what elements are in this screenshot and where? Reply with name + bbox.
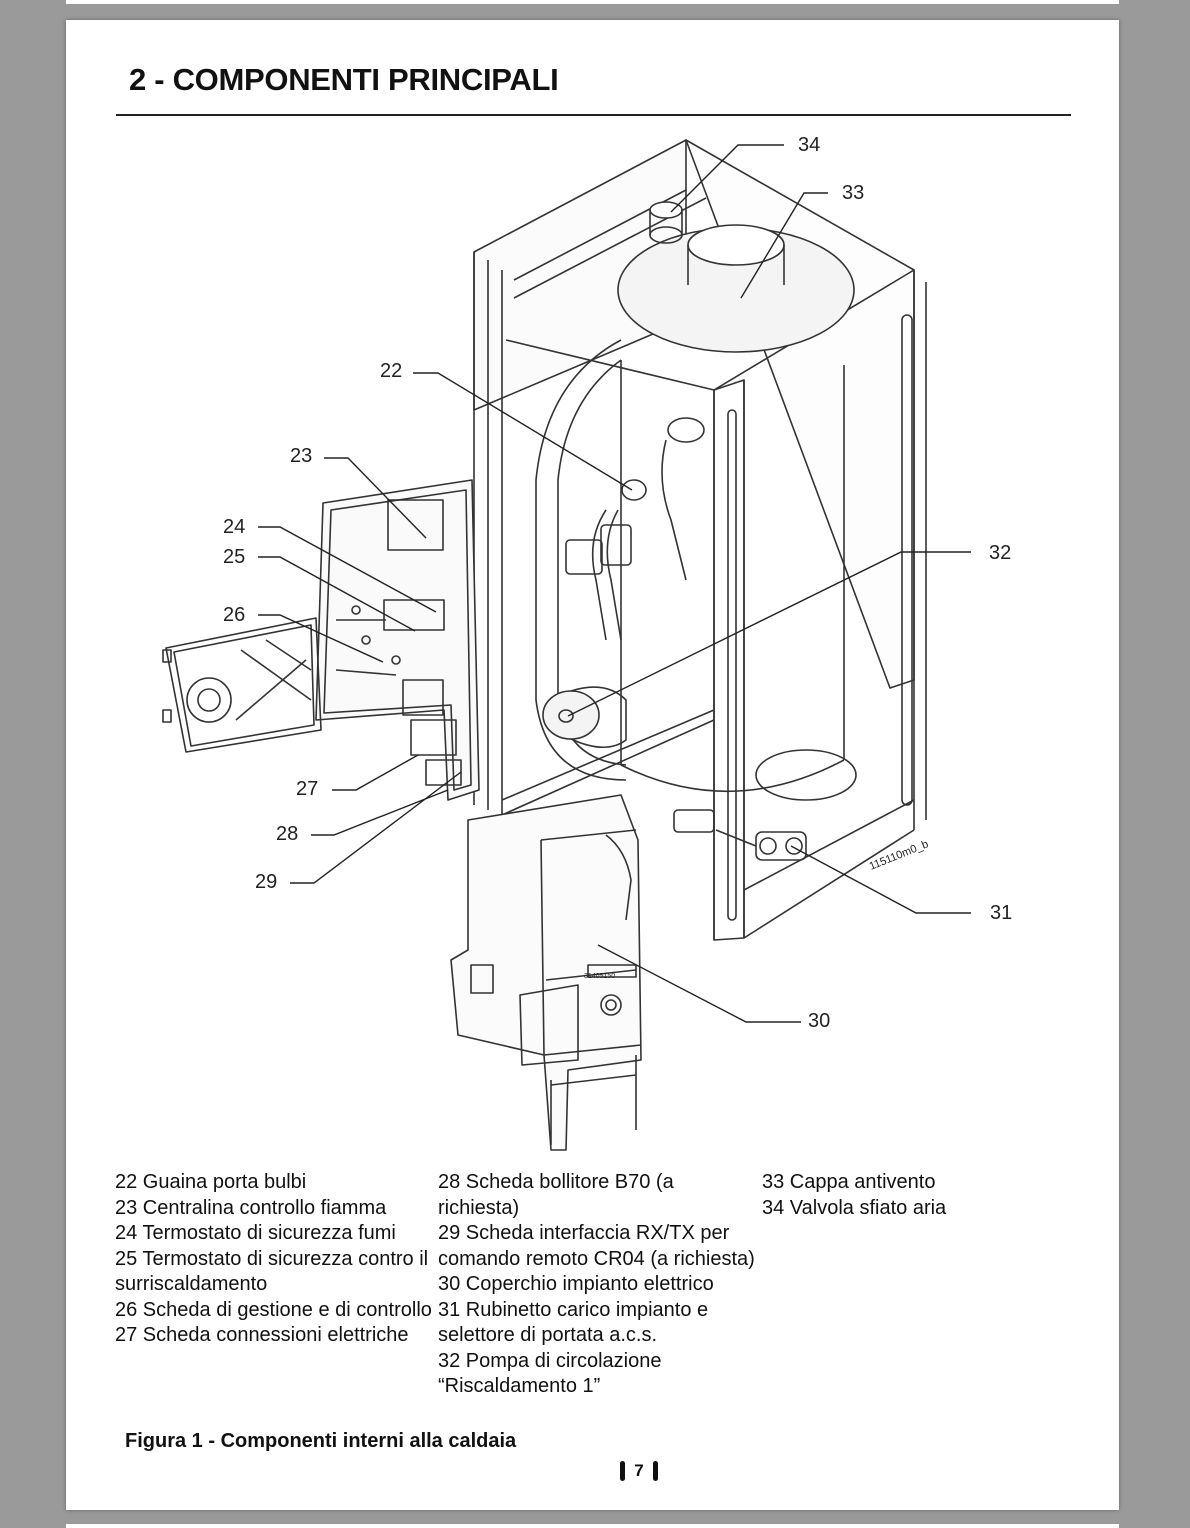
callout-30: 30 <box>808 1010 830 1032</box>
control-panel <box>162 479 480 801</box>
next-page-edge <box>66 1524 1119 1528</box>
draft-hood <box>617 201 855 353</box>
legend-item-22: 22 Guaina porta bulbi <box>115 1171 307 1193</box>
callout-28: 28 <box>276 823 298 845</box>
section-title: 2 - COMPONENTI PRINCIPALI <box>129 62 559 97</box>
callout-34: 34 <box>798 134 820 156</box>
legend-item-28: 28 Scheda bollitore B70 (a richiesta) <box>438 1171 674 1219</box>
electrical-cover <box>450 794 642 1151</box>
callout-24: 24 <box>223 516 245 538</box>
drawing-code: 115110m0_b <box>868 838 931 873</box>
boiler-exploded-drawing: 34 33 22 23 24 25 26 32 27 28 29 31 30 1… <box>162 134 1012 1151</box>
circulation-pump <box>542 439 687 749</box>
title-rule <box>116 114 1071 116</box>
storage-tank <box>535 339 857 801</box>
callout-27: 27 <box>296 778 318 800</box>
legend-item-33: 33 Cappa antivento <box>762 1171 936 1193</box>
cover-label: 31405150 <box>584 973 615 980</box>
callout-26: 26 <box>223 604 245 626</box>
document-page: 2 - COMPONENTI PRINCIPALI <box>66 20 1119 1510</box>
legend-item-25: 25 Termostato di sicurezza contro il sur… <box>115 1247 429 1296</box>
callout-33: 33 <box>842 182 864 204</box>
figure-caption: Figura 1 - Componenti interni alla calda… <box>125 1430 517 1452</box>
callout-31: 31 <box>990 902 1012 924</box>
legend-item-24: 24 Termostato di sicurezza fumi <box>115 1222 396 1244</box>
page-bracket-left <box>620 1461 626 1481</box>
page-number: 7 <box>618 1458 660 1484</box>
leader-lines <box>258 144 971 1023</box>
previous-page-edge <box>66 0 1119 4</box>
fill-valve <box>673 809 807 861</box>
callout-32: 32 <box>989 542 1011 564</box>
legend-item-23: 23 Centralina controllo fiamma <box>115 1196 387 1219</box>
callout-29: 29 <box>255 871 277 893</box>
page-number-text: 7 <box>634 1461 644 1480</box>
legend-item-32: 32 Pompa di circolazione “Riscaldamento … <box>438 1349 662 1398</box>
page-bracket-right <box>652 1461 658 1481</box>
legend-column-2: 28 Scheda bollitore B70 (a richiesta) 29… <box>438 1170 758 1400</box>
legend-item-26: 26 Scheda di gestione e di controllo <box>115 1298 432 1321</box>
legend-column-3: 33 Cappa antivento 34 Valvola sfiato ari… <box>762 1170 1082 1221</box>
legend-item-29: 29 Scheda interfaccia RX/TX per comando … <box>438 1222 755 1270</box>
legend-column-1: 22 Guaina porta bulbi 23 Centralina cont… <box>115 1170 435 1349</box>
callout-22: 22 <box>380 360 402 382</box>
legend-item-34: 34 Valvola sfiato aria <box>762 1196 947 1219</box>
legend-item-30: 30 Coperchio impianto elettrico <box>438 1273 714 1295</box>
legend-item-31: 31 Rubinetto carico impianto e selettore… <box>438 1298 709 1347</box>
legend-item-27: 27 Scheda connessioni elettriche <box>115 1324 409 1346</box>
callout-25: 25 <box>223 546 245 568</box>
callout-23: 23 <box>290 445 312 467</box>
